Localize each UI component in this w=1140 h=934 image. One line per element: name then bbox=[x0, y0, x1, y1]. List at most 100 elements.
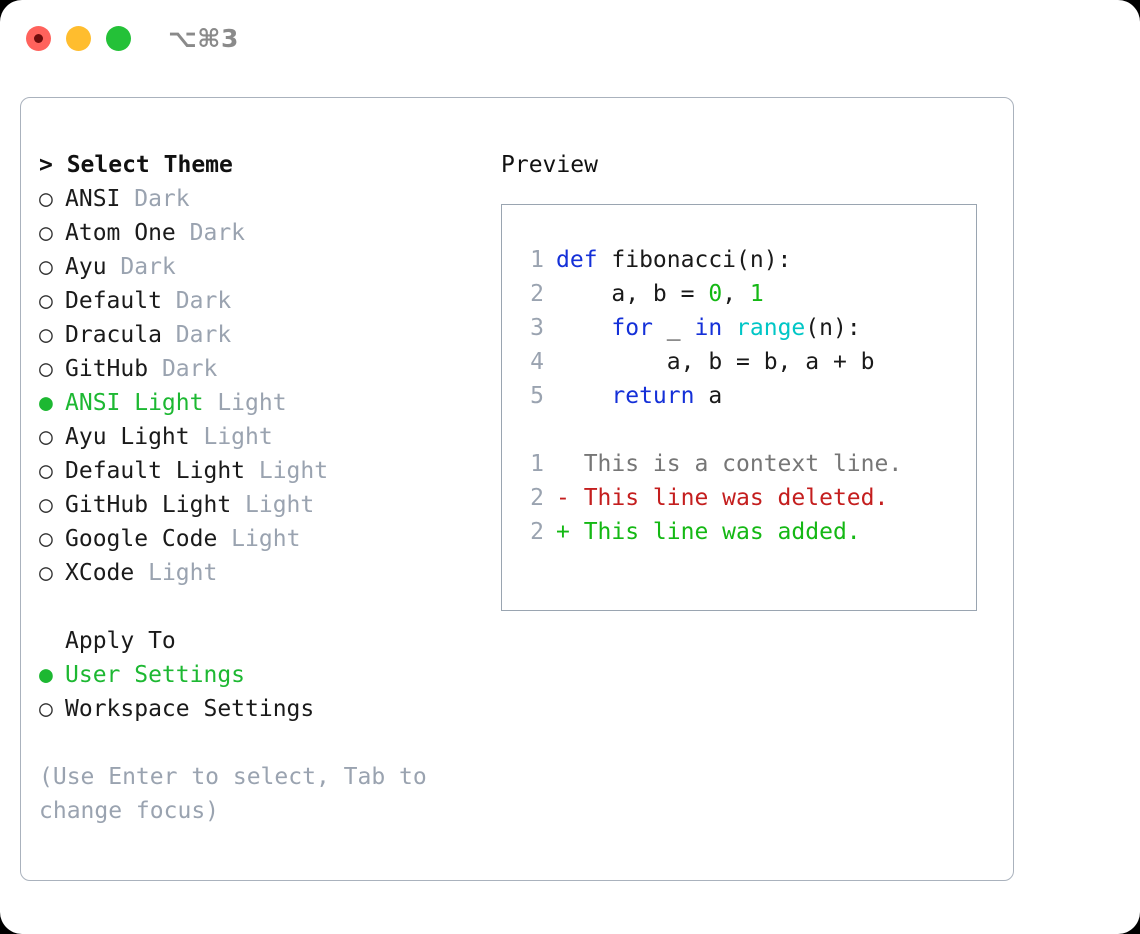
theme-selection-pane: > Select Theme ○ANSI Dark○Atom One Dark○… bbox=[39, 148, 489, 828]
code-token: a, b = b, a + b bbox=[556, 349, 875, 375]
theme-option-default-light[interactable]: ○ Default Light Light bbox=[39, 454, 489, 488]
theme-option-name: GitHub bbox=[65, 356, 149, 382]
code-line: 1 def fibonacci(n): bbox=[514, 243, 964, 277]
radio-unselected-icon: ○ bbox=[39, 220, 53, 246]
apply-to-option-workspace-settings[interactable]: ○Workspace Settings bbox=[39, 692, 489, 726]
code-line-text: a, b = b, a + b bbox=[556, 349, 875, 375]
theme-option-variant: Dark bbox=[175, 220, 246, 246]
theme-option-variant: Dark bbox=[148, 356, 218, 382]
keyboard-shortcut-label: ⌥⌘3 bbox=[168, 24, 239, 53]
code-token: range bbox=[736, 315, 806, 341]
code-line: 5 return a bbox=[514, 379, 964, 413]
theme-option-name: Ayu bbox=[65, 254, 107, 280]
theme-option-ansi-light[interactable]: ● ANSI Light Light bbox=[39, 386, 489, 420]
radio-unselected-icon: ○ bbox=[39, 492, 53, 518]
diff-line: 2- This line was deleted. bbox=[514, 481, 964, 515]
code-token: 0 bbox=[708, 281, 723, 307]
radio-unselected-icon: ○ bbox=[39, 186, 53, 212]
apply-to-list[interactable]: ● User Settings ○Workspace Settings bbox=[39, 658, 489, 726]
keyboard-hint-text: (Use Enter to select, Tab to change focu… bbox=[39, 764, 427, 824]
title-bar: ⌥⌘3 bbox=[0, 0, 1140, 78]
theme-option-github-light[interactable]: ○ GitHub Light Light bbox=[39, 488, 489, 522]
theme-option-name: Default bbox=[65, 288, 162, 314]
traffic-lights bbox=[26, 26, 131, 51]
theme-option-xcode[interactable]: ○XCode Light bbox=[39, 556, 489, 590]
radio-unselected-icon: ○ bbox=[39, 288, 53, 314]
maximize-window-button[interactable] bbox=[106, 26, 131, 51]
line-number: 1 bbox=[530, 451, 544, 477]
theme-option-variant: Dark bbox=[106, 254, 176, 280]
radio-selected-icon: ● bbox=[39, 662, 53, 688]
code-line-text: def fibonacci(n): bbox=[556, 247, 791, 273]
minimize-window-button[interactable] bbox=[66, 26, 91, 51]
theme-option-ansi[interactable]: ○ ANSI Dark bbox=[39, 182, 489, 216]
theme-option-ayu-light[interactable]: ○Ayu Light Light bbox=[39, 420, 489, 454]
theme-option-variant: Dark bbox=[120, 186, 190, 212]
code-line: 3 for _ in range(n): bbox=[514, 311, 964, 345]
theme-option-variant: Light bbox=[134, 560, 218, 586]
code-token: a bbox=[694, 383, 723, 409]
radio-unselected-icon: ○ bbox=[39, 254, 53, 280]
code-token: def bbox=[556, 247, 612, 273]
radio-unselected-icon: ○ bbox=[39, 458, 53, 484]
line-number: 1 bbox=[530, 247, 544, 273]
line-number: 2 bbox=[530, 281, 544, 307]
apply-to-heading: ○Apply To bbox=[65, 628, 176, 654]
theme-option-variant: Light bbox=[217, 526, 301, 552]
apply-to-option-user-settings[interactable]: ● User Settings bbox=[39, 658, 489, 692]
theme-option-name: Default Light bbox=[65, 458, 246, 484]
theme-option-atom-one[interactable]: ○Atom One Dark bbox=[39, 216, 489, 250]
theme-option-github[interactable]: ○ GitHub Dark bbox=[39, 352, 489, 386]
diff-line-text: - This line was deleted. bbox=[556, 485, 889, 511]
line-number: 3 bbox=[530, 315, 544, 341]
code-token bbox=[556, 315, 611, 341]
code-token: _ bbox=[652, 315, 695, 341]
code-token: a, b = bbox=[556, 281, 709, 307]
radio-unselected-icon: ○ bbox=[39, 356, 53, 382]
code-line-text: return a bbox=[556, 383, 722, 409]
theme-option-name: GitHub Light bbox=[65, 492, 232, 518]
code-token bbox=[556, 383, 611, 409]
theme-option-name: Dracula bbox=[65, 322, 162, 348]
select-theme-heading: > Select Theme bbox=[39, 152, 233, 178]
theme-option-ayu[interactable]: ○ Ayu Dark bbox=[39, 250, 489, 284]
code-token: for bbox=[611, 315, 653, 341]
theme-option-variant: Light bbox=[203, 390, 287, 416]
diff-block: 1 This is a context line.2- This line wa… bbox=[514, 447, 964, 549]
theme-option-name: ANSI Light bbox=[65, 390, 204, 416]
apply-to-option-name: Workspace Settings bbox=[65, 696, 315, 722]
theme-option-name: Google Code bbox=[65, 526, 218, 552]
code-token bbox=[722, 315, 736, 341]
line-number: 2 bbox=[530, 519, 544, 545]
radio-unselected-icon: ○ bbox=[39, 560, 53, 586]
radio-selected-icon: ● bbox=[39, 390, 53, 416]
theme-option-variant: Light bbox=[245, 458, 329, 484]
diff-line: 1 This is a context line. bbox=[514, 447, 964, 481]
theme-option-dracula[interactable]: ○Dracula Dark bbox=[39, 318, 489, 352]
theme-option-variant: Light bbox=[231, 492, 315, 518]
theme-option-variant: Light bbox=[189, 424, 273, 450]
theme-option-default[interactable]: ○ Default Dark bbox=[39, 284, 489, 318]
theme-option-variant: Dark bbox=[161, 288, 232, 314]
theme-option-name: ANSI bbox=[65, 186, 121, 212]
diff-line: 2 + This line was added. bbox=[514, 515, 964, 549]
list-spacer bbox=[39, 590, 489, 624]
theme-option-google-code[interactable]: ○Google Code Light bbox=[39, 522, 489, 556]
theme-option-name: Ayu Light bbox=[65, 424, 190, 450]
diff-line-text: + This line was added. bbox=[556, 519, 861, 545]
preview-heading: Preview bbox=[501, 152, 598, 178]
code-line-text: a, b = 0, 1 bbox=[556, 281, 764, 307]
code-line: 2 a, b = 0, 1 bbox=[514, 277, 964, 311]
theme-picker-card: > Select Theme ○ANSI Dark○Atom One Dark○… bbox=[20, 97, 1014, 881]
close-window-button[interactable] bbox=[26, 26, 51, 51]
code-token: 1 bbox=[749, 281, 764, 307]
code-line: 4 a, b = b, a + b bbox=[514, 345, 964, 379]
apply-to-option-name: User Settings bbox=[65, 662, 246, 688]
theme-list[interactable]: ○ANSI Dark○Atom One Dark○Ayu Dark○Defaul… bbox=[39, 182, 489, 590]
code-token: in bbox=[694, 315, 723, 341]
